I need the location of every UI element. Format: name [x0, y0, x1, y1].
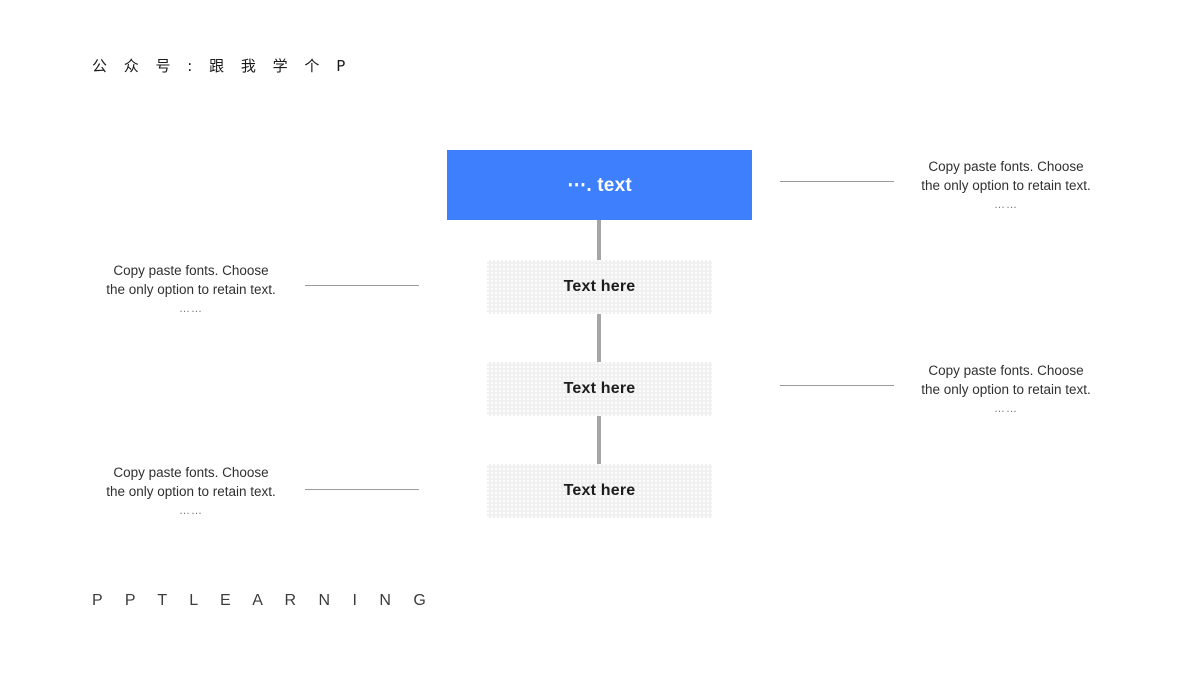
annotation-line-1: Copy paste fonts. Choose: [113, 263, 269, 278]
flow-step-3-label: Text here: [563, 380, 636, 397]
annotation-note-right-1: Copy paste fonts. Choose the only option…: [906, 157, 1106, 215]
leader-line-left-2: [305, 489, 419, 490]
annotation-line-1: Copy paste fonts. Choose: [113, 465, 269, 480]
brand-header-text: 公 众 号 : 跟 我 学 个 P: [92, 57, 352, 75]
vertical-connector-2: [597, 314, 601, 362]
annotation-line-2: the only option to retain text.: [921, 178, 1091, 193]
annotation-line-1: Copy paste fonts. Choose: [928, 159, 1084, 174]
leader-line-right-2: [780, 385, 894, 386]
annotation-note-right-2: Copy paste fonts. Choose the only option…: [906, 361, 1106, 419]
annotation-ellipsis: ……: [994, 199, 1018, 211]
flow-step-3-box[interactable]: Text here: [487, 362, 712, 416]
annotation-ellipsis: ……: [179, 505, 203, 517]
annotation-line-2: the only option to retain text.: [106, 282, 276, 297]
annotation-line-2: the only option to retain text.: [106, 484, 276, 499]
flow-step-4-box[interactable]: Text here: [487, 464, 712, 518]
flow-step-2-box[interactable]: Text here: [487, 260, 712, 314]
annotation-line-2: the only option to retain text.: [921, 382, 1091, 397]
annotation-ellipsis: ……: [179, 303, 203, 315]
annotation-note-left-2: Copy paste fonts. Choose the only option…: [91, 463, 291, 521]
flow-step-1-label: ⋯. text: [567, 174, 632, 196]
vertical-connector-3: [597, 416, 601, 464]
vertical-connector-1: [597, 220, 601, 260]
annotation-ellipsis: ……: [994, 403, 1018, 415]
annotation-line-1: Copy paste fonts. Choose: [928, 363, 1084, 378]
flow-step-1-box[interactable]: ⋯. text: [447, 150, 752, 220]
leader-line-left-1: [305, 285, 419, 286]
annotation-note-left-1: Copy paste fonts. Choose the only option…: [91, 261, 291, 319]
leader-line-right-1: [780, 181, 894, 182]
flow-step-2-label: Text here: [563, 278, 636, 295]
flow-step-4-label: Text here: [563, 482, 636, 499]
brand-footer-text: P P T L E A R N I N G: [92, 592, 435, 609]
